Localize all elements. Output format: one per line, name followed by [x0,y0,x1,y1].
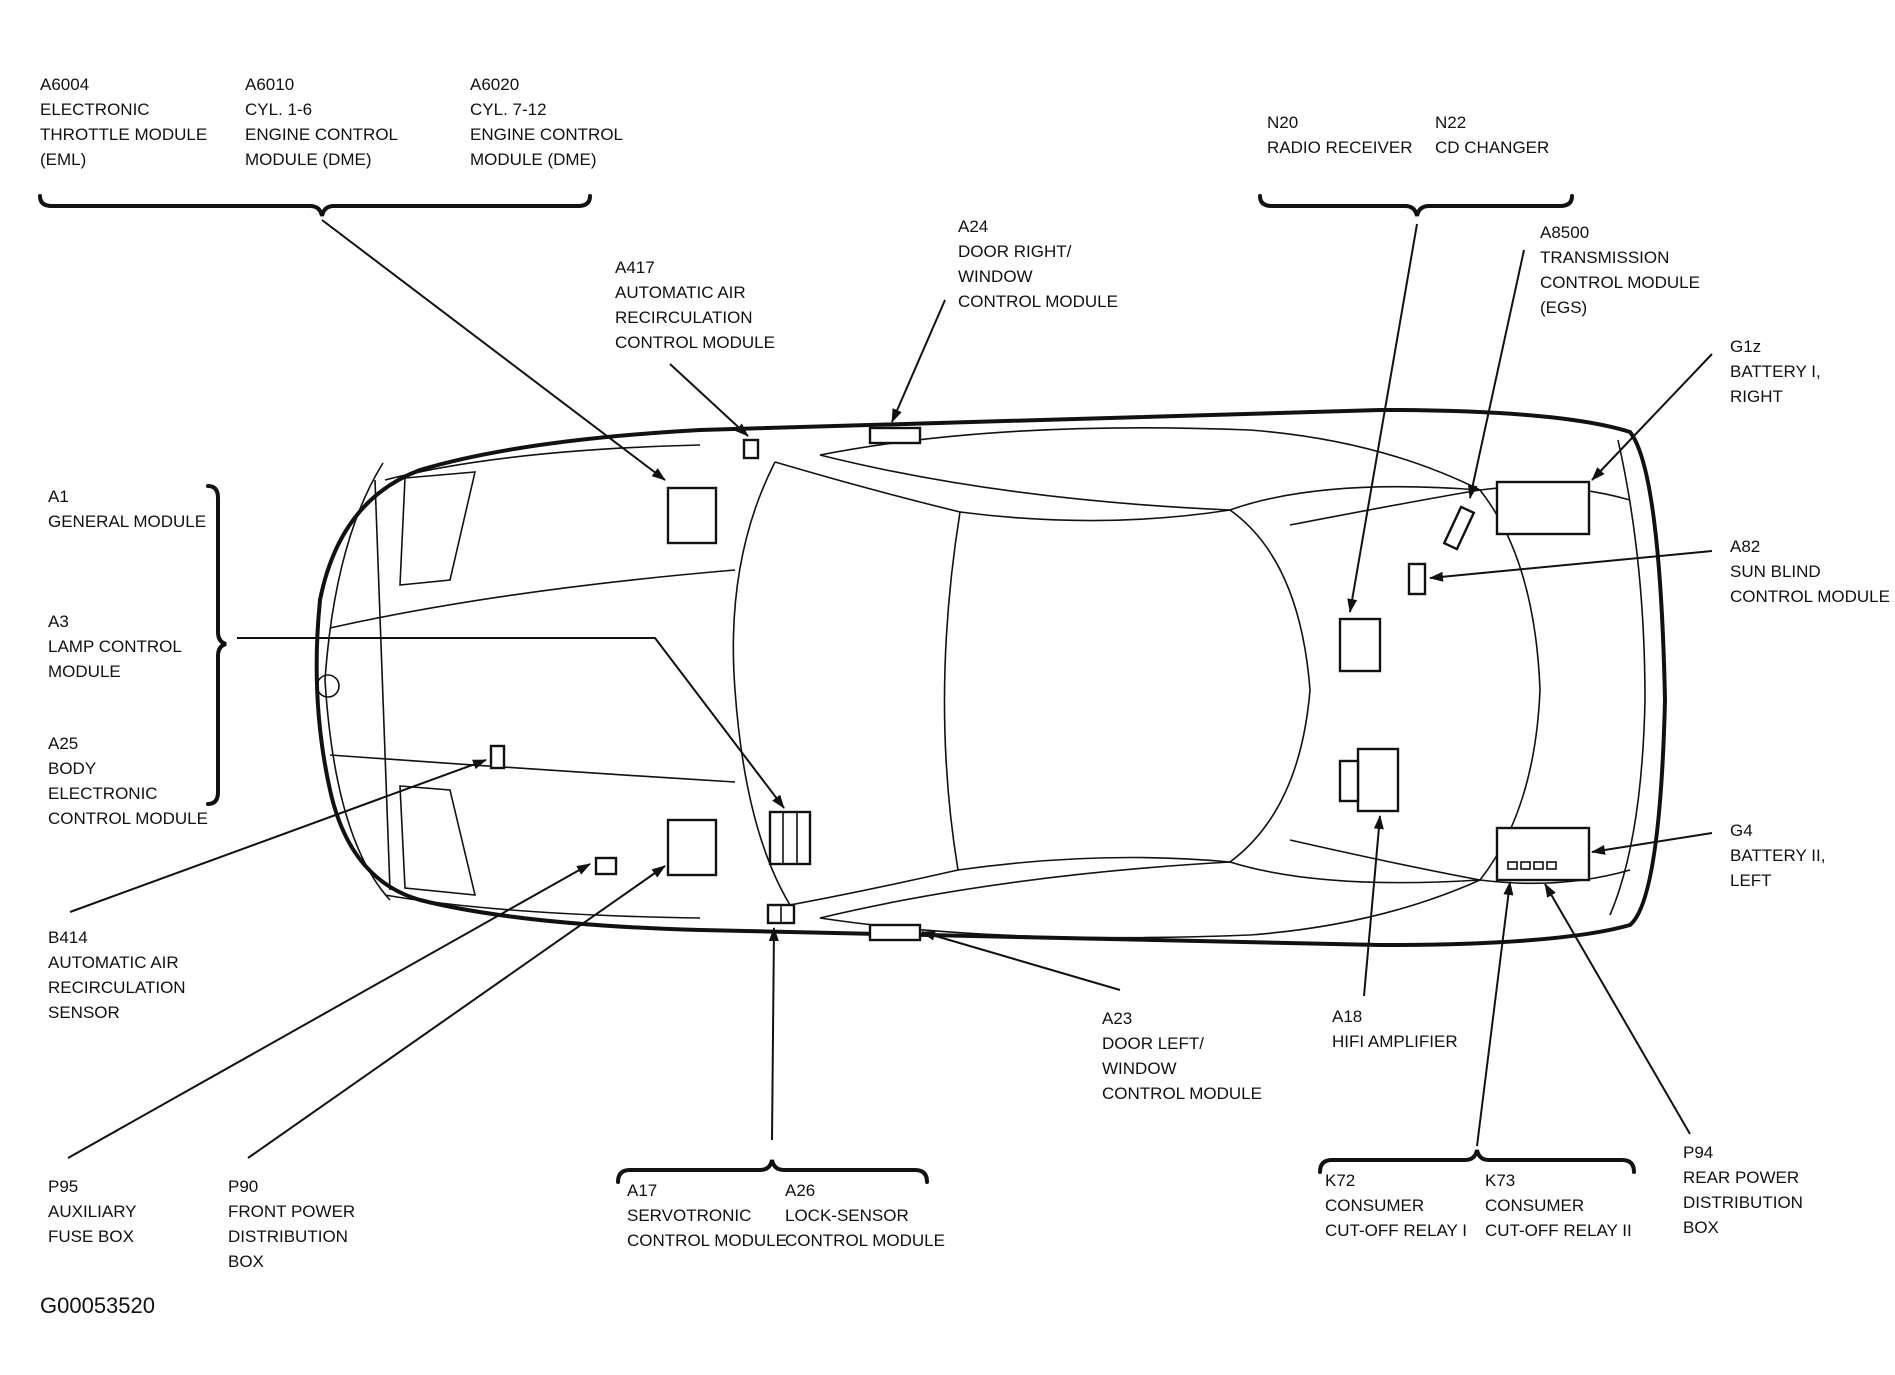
car-outline [314,407,1668,948]
a24-box [868,426,922,445]
lamp-control-box [768,810,812,866]
label-p95: P95 AUXILIARY FUSE BOX [48,1177,141,1246]
label-a6010: A6010 CYL. 1-6 ENGINE CONTROL MODULE (DM… [245,75,402,169]
label-a25: A25 BODY ELECTRONIC CONTROL MODULE [48,734,208,828]
label-a3: A3 LAMP CONTROL MODULE [48,612,186,681]
a82-box [1407,562,1427,596]
label-a8500: A8500 TRANSMISSION CONTROL MODULE (EGS) [1540,223,1705,317]
hood-emblem [316,674,340,698]
a25-box [489,744,506,770]
hifi-amp-box [1356,747,1400,813]
label-b414: B414 AUTOMATIC AIR RECIRCULATION SENSOR [48,928,190,1022]
label-p90: P90 FRONT POWER DISTRIBUTION BOX [228,1177,360,1271]
top-left-brace [38,194,592,217]
hifi-amp-tab [1338,759,1360,803]
label-n20: N20 RADIO RECEIVER [1267,113,1412,157]
label-a23: A23 DOOR LEFT/ WINDOW CONTROL MODULE [1102,1009,1262,1103]
left-brace [206,484,227,806]
battery-2-box [1495,826,1591,882]
label-g4: G4 BATTERY II, LEFT [1730,821,1830,890]
label-a1: A1 GENERAL MODULE [48,487,206,531]
label-g1z: G1z BATTERY I, RIGHT [1730,337,1825,406]
a23-box [868,923,922,942]
bottom-center-brace [616,1159,929,1184]
label-a24: A24 DOOR RIGHT/ WINDOW CONTROL MODULE [958,217,1118,311]
label-a26: A26 LOCK-SENSOR CONTROL MODULE [785,1181,945,1250]
label-a17: A17 SERVOTRONIC CONTROL MODULE [627,1181,787,1250]
label-k73: K73 CONSUMER CUT-OFF RELAY II [1485,1171,1632,1240]
label-p94: P94 REAR POWER DISTRIBUTION BOX [1683,1143,1808,1237]
battery-1-box [1495,480,1591,536]
egs-box [1442,505,1476,551]
figure-id: G00053520 [40,1293,155,1318]
radio-box [1338,617,1382,673]
top-right-brace [1258,194,1574,217]
label-n22: N22 CD CHANGER [1435,113,1549,157]
label-a82: A82 SUN BLIND CONTROL MODULE [1730,537,1890,606]
leader-lines [67,219,1713,1159]
b414-sensor-box [594,856,618,876]
dme-box [666,486,718,545]
label-k72: K72 CONSUMER CUT-OFF RELAY I [1325,1171,1467,1240]
a417-box [742,438,760,460]
label-a6020: A6020 CYL. 7-12 ENGINE CONTROL MODULE (D… [470,75,627,169]
label-a18: A18 HIFI AMPLIFIER [1332,1007,1458,1051]
bottom-right-brace [1318,1149,1636,1174]
label-a417: A417 AUTOMATIC AIR RECIRCULATION CONTROL… [615,258,775,352]
front-power-distribution-box [666,818,718,877]
label-a6004: A6004 ELECTRONIC THROTTLE MODULE (EML) [40,75,212,169]
